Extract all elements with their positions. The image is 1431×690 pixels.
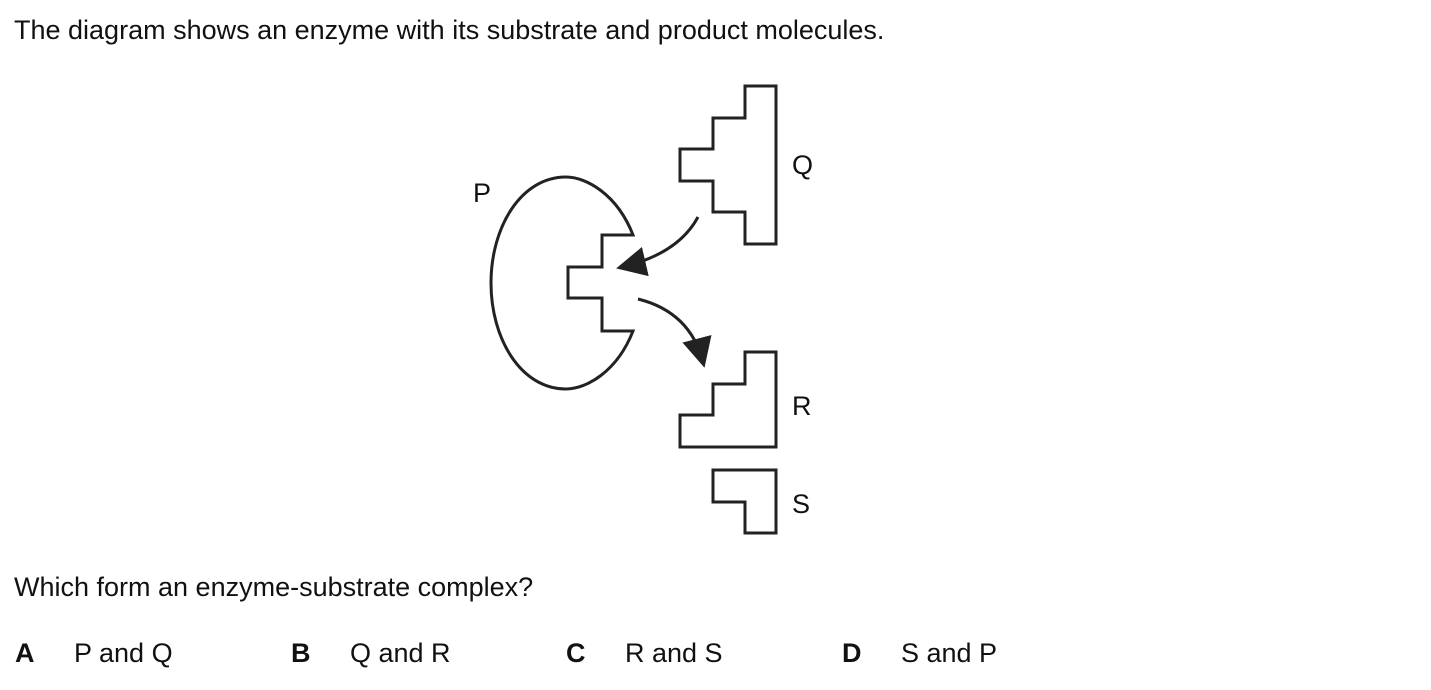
option-letter: A [15,638,35,668]
product-s-shape [711,468,778,535]
option-text: P and Q [74,638,173,668]
label-p: P [473,178,491,208]
question-prompt: Which form an enzyme-substrate complex? [14,572,534,602]
option-letter: B [291,638,311,668]
label-q: Q [792,150,813,180]
option-text: R and S [625,638,723,668]
option-text: S and P [901,638,998,668]
arrow-enzyme-to-products [637,297,712,368]
product-r-shape [678,350,778,449]
substrate-q-shape [678,84,778,246]
option-letter: D [842,638,862,668]
arrow-substrate-to-enzyme [616,216,700,277]
question-stem: The diagram shows an enzyme with its sub… [14,15,885,45]
label-r: R [792,391,812,421]
label-s: S [792,489,810,519]
option-text: Q and R [350,638,451,668]
enzyme-p-shape [489,175,636,391]
option-letter: C [566,638,586,668]
